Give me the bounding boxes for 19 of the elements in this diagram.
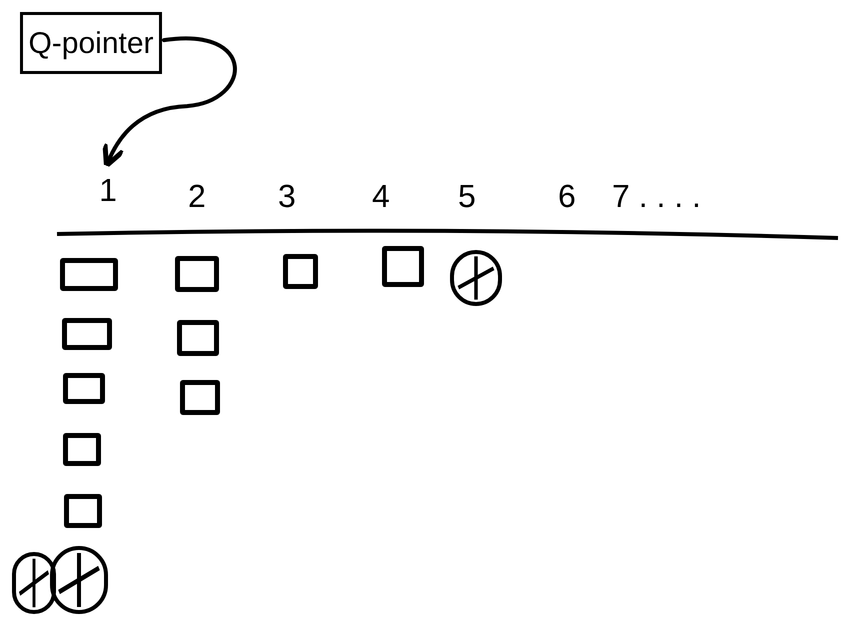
queue-slot [62, 318, 112, 350]
queue-slot [382, 246, 424, 287]
queue-slot [60, 258, 118, 291]
queue-slot [63, 373, 105, 404]
column-number: 6 [558, 177, 576, 216]
curved-arrow [102, 36, 237, 168]
label-box: Q-pointer [20, 12, 162, 74]
queue-slot [175, 256, 219, 292]
column-number: 3 [278, 177, 296, 216]
queue-slot [64, 494, 102, 528]
queue-slot [180, 380, 220, 415]
column-number: 1 [92, 168, 124, 212]
column-number: 4 [372, 177, 390, 216]
column-number: 5 [458, 177, 476, 216]
queue-slot [177, 320, 219, 356]
column-number: 2 [188, 177, 206, 216]
column-number: 7 . . . . [612, 177, 701, 216]
queue-slot [283, 254, 318, 289]
queue-slot [63, 433, 101, 466]
